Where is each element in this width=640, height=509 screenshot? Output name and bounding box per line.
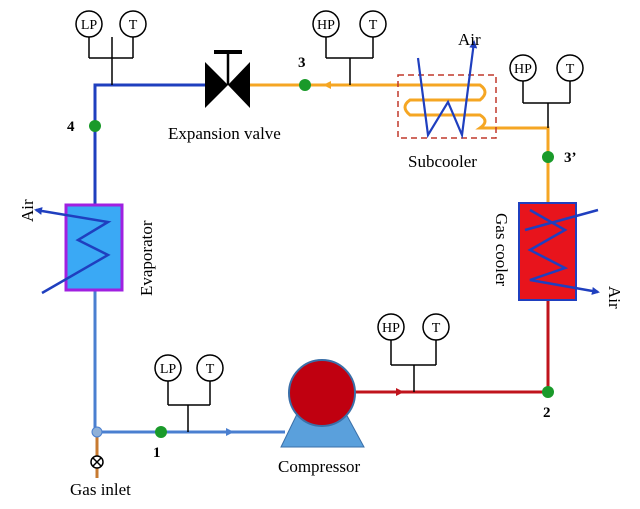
hp-gauge-icon: [509, 54, 537, 82]
hp-gauge-icon: [312, 10, 340, 38]
t-gauge-label: T: [432, 321, 441, 336]
hp-gauge-label: HP: [382, 321, 400, 336]
lp-gauge-icon: [75, 10, 103, 38]
state-point-2-label: 2: [543, 405, 551, 421]
gas-cooler-air-inlet: [524, 208, 599, 232]
t-gauge-icon: [359, 10, 387, 38]
evaporator-air-path: [34, 207, 112, 295]
gauge-group-2: HP T: [377, 313, 450, 392]
subcooler-box: [397, 74, 497, 139]
state-point-3-prime-label: 3’: [564, 150, 577, 166]
discharge-line: [355, 300, 550, 394]
expansion-valve: [205, 50, 250, 108]
gauge-group-3: HP T: [312, 10, 387, 85]
liquid-line-right: [490, 126, 550, 203]
gauge-group-1: LP T: [154, 354, 224, 432]
state-point-4: [89, 120, 101, 132]
evaporator-air-label: Air: [18, 199, 37, 222]
t-gauge-icon: [422, 313, 450, 341]
gauge-group-4: LP T: [75, 10, 147, 85]
subcooler-air-path: [416, 40, 478, 140]
t-gauge-label: T: [369, 18, 378, 33]
state-point-4-label: 4: [67, 119, 75, 135]
lp-gauge-label: LP: [160, 362, 177, 377]
state-point-3-prime: [542, 151, 554, 163]
suction-line: [93, 290, 285, 434]
compressor-label: Compressor: [278, 457, 361, 476]
state-point-3-label: 3: [298, 55, 306, 71]
gas-cooler-label: Gas cooler: [492, 213, 511, 287]
gas-cooler-air-path: [527, 208, 600, 295]
t-gauge-icon: [556, 54, 584, 82]
gas-inlet-junction: [91, 426, 103, 438]
hp-gauge-icon: [377, 313, 405, 341]
state-point-3: [299, 79, 311, 91]
lp-gauge-icon: [154, 354, 182, 382]
gas-cooler-air-label: Air: [605, 286, 624, 309]
subcooler-air-label: Air: [458, 30, 481, 49]
t-gauge-label: T: [566, 62, 575, 77]
t-gauge-icon: [119, 10, 147, 38]
t-gauge-label: T: [129, 18, 138, 33]
gas-inlet-label: Gas inlet: [70, 480, 131, 499]
hp-gauge-label: HP: [317, 18, 335, 33]
state-point-2: [542, 386, 554, 398]
t-gauge-label: T: [206, 362, 215, 377]
state-point-1-label: 1: [153, 445, 161, 461]
subcooler-label: Subcooler: [408, 152, 477, 171]
evaporator-label: Evaporator: [137, 220, 156, 296]
gas-inlet-valve-icon: [90, 455, 104, 469]
expansion-valve-label: Expansion valve: [168, 124, 281, 143]
gauge-group-3p: HP T: [509, 54, 584, 128]
lp-gauge-label: LP: [81, 18, 98, 33]
compressor: [280, 359, 365, 448]
subcooler-coil: [400, 83, 490, 130]
low-pressure-line-top: [93, 83, 205, 205]
t-gauge-icon: [196, 354, 224, 382]
hp-gauge-label: HP: [514, 62, 532, 77]
state-point-1: [155, 426, 167, 438]
